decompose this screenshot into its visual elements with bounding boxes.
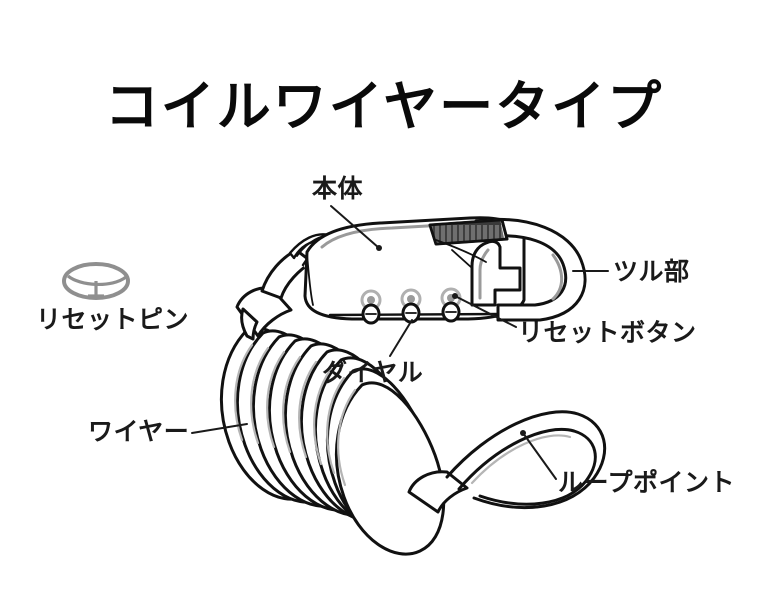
leader-lines [191, 205, 609, 480]
coil-shading [234, 343, 357, 487]
coil-wire-group [219, 233, 446, 556]
label-loop-point: ループポイント [558, 468, 736, 497]
dials-group [360, 287, 462, 325]
label-reset-pin: リセットピン [36, 305, 190, 334]
leader-body [330, 205, 382, 251]
label-dial: ダイヤル [322, 358, 424, 387]
leader-dial [389, 319, 413, 357]
label-body: 本体 [312, 174, 364, 203]
loop-point-group [407, 410, 607, 514]
dial-2[interactable] [400, 288, 422, 324]
leader-reset-button [452, 293, 517, 328]
carabiner-shackle-group [428, 218, 587, 322]
page-title: コイルワイヤータイプ [104, 75, 664, 138]
label-wire: ワイヤー [88, 417, 190, 446]
coil-turns [219, 326, 446, 556]
leader-wire [191, 423, 248, 434]
label-shackle: ツル部 [613, 257, 690, 286]
dial-3[interactable] [440, 287, 462, 323]
label-reset-button: リセットボタン [518, 318, 697, 347]
leader-loop-point [520, 430, 557, 480]
reset-pin-icon [62, 262, 130, 300]
dial-1[interactable] [360, 289, 382, 325]
